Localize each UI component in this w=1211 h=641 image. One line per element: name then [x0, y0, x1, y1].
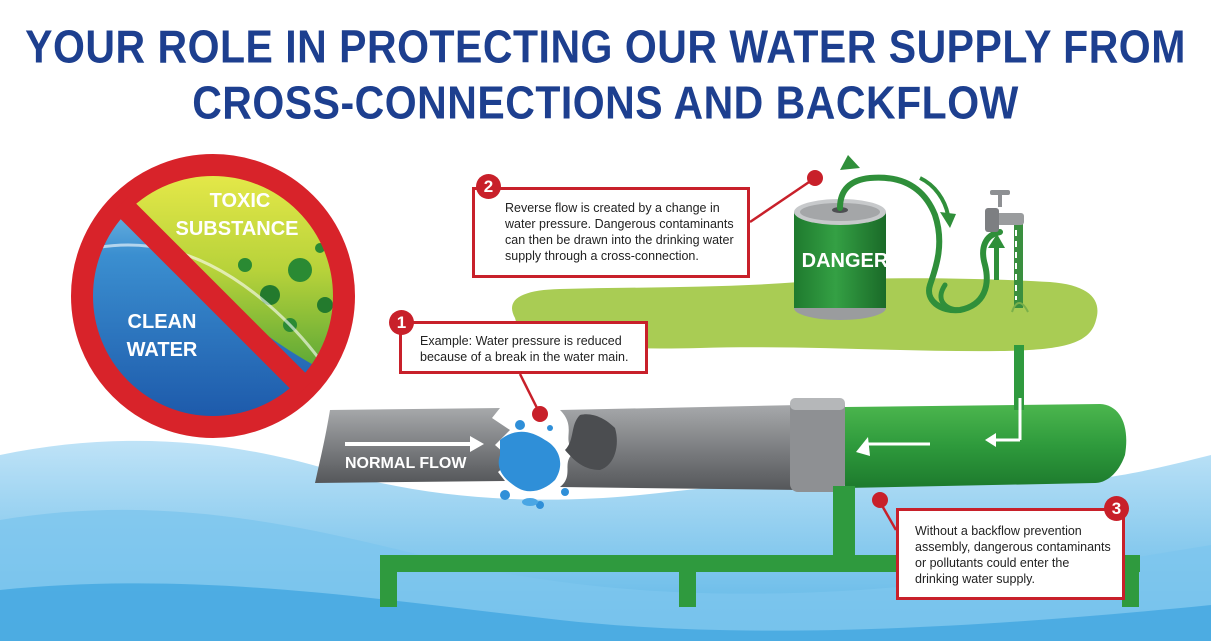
callout-number-3: 3: [1104, 496, 1129, 521]
flow-arrow-icon: [345, 398, 1022, 456]
garden-hose-icon: [837, 174, 1003, 314]
callout-connectors: [518, 170, 898, 531]
callout-box-3: Without a backflow prevention assembly, …: [896, 508, 1125, 600]
normal-flow-label: NORMAL FLOW: [345, 455, 467, 472]
callout-number-2: 2: [476, 174, 501, 199]
hose-flow-arrows: [840, 155, 1005, 280]
faucet-icon: [985, 190, 1029, 313]
callout-number-1: 1: [389, 310, 414, 335]
water-splash-icon: [498, 420, 569, 509]
callout-2-text: Reverse flow is created by a change in w…: [505, 201, 734, 263]
toxic-label-line-1: TOXIC: [209, 190, 271, 212]
callout-3-text: Without a backflow prevention assembly, …: [915, 524, 1111, 586]
danger-tank-icon: [794, 199, 886, 320]
prohibition-sign-icon: [71, 154, 355, 438]
callout-box-2: Reverse flow is created by a change in w…: [472, 187, 750, 278]
danger-tank-label: DANGER: [801, 250, 889, 272]
page-title-line-1: YOUR ROLE IN PROTECTING OUR WATER SUPPLY…: [25, 21, 1186, 73]
callout-box-1: Example: Water pressure is reduced becau…: [399, 321, 648, 374]
clean-water-label-line-1: CLEAN: [127, 311, 197, 333]
clean-water-label-line-2: WATER: [126, 339, 198, 361]
callout-1-text: Example: Water pressure is reduced becau…: [420, 334, 629, 364]
toxic-label-line-2: SUBSTANCE: [175, 218, 299, 240]
broken-water-main: [315, 398, 845, 492]
page-title-line-2: CROSS-CONNECTIONS AND BACKFLOW: [192, 77, 1019, 129]
